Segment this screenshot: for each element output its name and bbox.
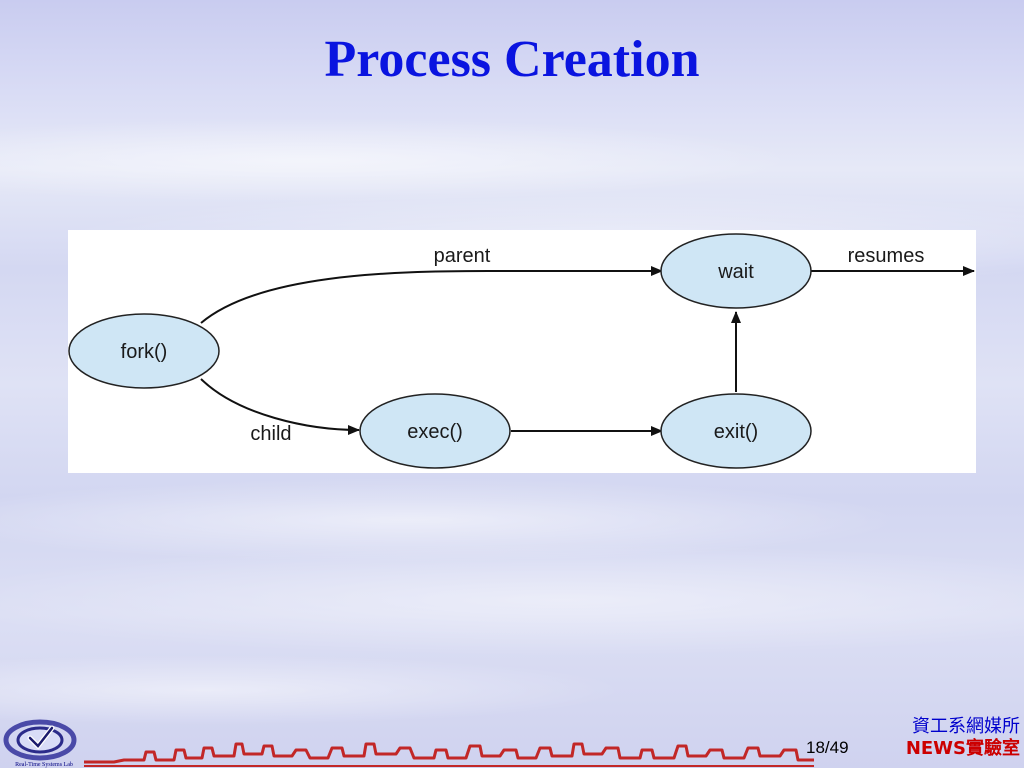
node-wait-label: wait bbox=[717, 261, 754, 283]
slide-title: Process Creation bbox=[324, 31, 700, 88]
node-exec-label: exec() bbox=[407, 421, 463, 443]
node-exit-label: exit() bbox=[714, 421, 758, 443]
skyline-decoration bbox=[84, 742, 814, 767]
edge-resumes-label: resumes bbox=[848, 245, 925, 267]
node-fork bbox=[68, 313, 220, 389]
lab-logo: Real-Time Systems Lab bbox=[2, 714, 82, 768]
node-fork-label: fork() bbox=[121, 341, 168, 363]
node-exec bbox=[359, 393, 511, 469]
diagram-canvas: fork() exec() exit() wait parent child r… bbox=[68, 233, 975, 469]
page-number: 18/49 bbox=[806, 738, 849, 757]
node-exit bbox=[660, 393, 812, 469]
lab-room-name: NEWS實驗室 bbox=[905, 738, 1020, 759]
edge-child-label: child bbox=[250, 423, 291, 445]
lab-department: 資工系網媒所 bbox=[912, 716, 1020, 737]
node-wait bbox=[660, 233, 812, 309]
edge-parent-label: parent bbox=[434, 245, 491, 267]
slide-footer: Real-Time Systems Lab 18/49 資工系網媒所 NEWS實… bbox=[0, 708, 1024, 768]
lab-name: 資工系網媒所 NEWS實驗室 bbox=[906, 716, 1020, 760]
lab-logo-caption: Real-Time Systems Lab bbox=[15, 762, 73, 768]
edge-child bbox=[200, 378, 360, 435]
lab-logo-icon bbox=[3, 719, 77, 761]
edge-parent bbox=[200, 266, 663, 324]
process-creation-diagram: fork() exec() exit() wait parent child r… bbox=[68, 230, 976, 473]
